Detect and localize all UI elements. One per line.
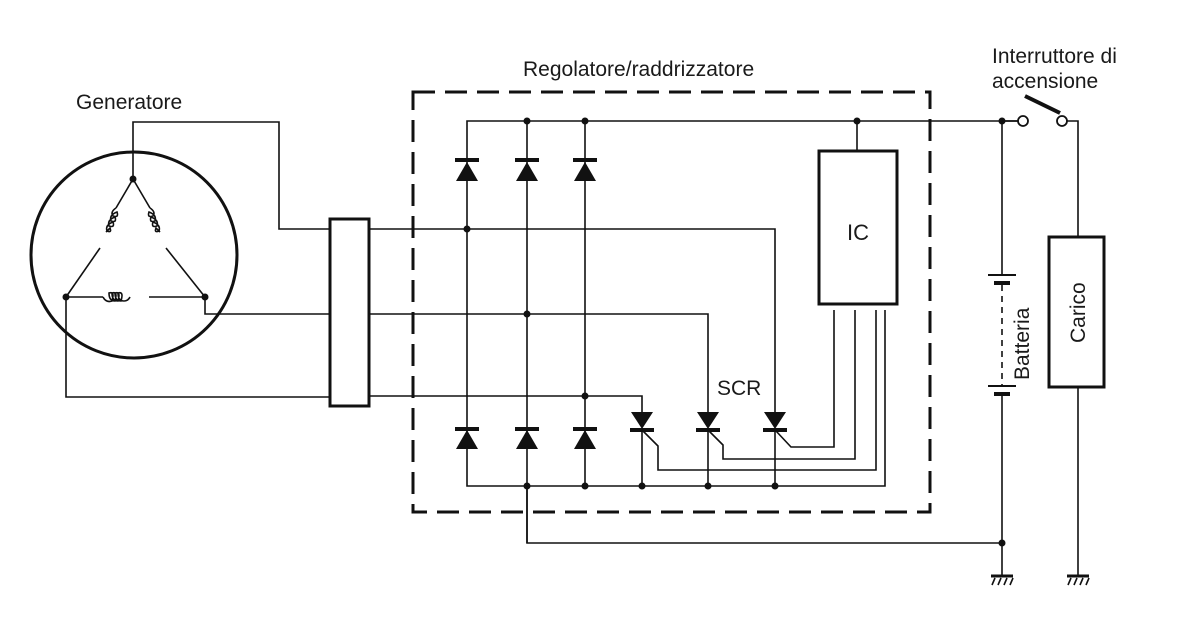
delta-winding xyxy=(62,175,209,303)
generator-label: Generatore xyxy=(76,91,182,114)
battery-label: Batteria xyxy=(1011,307,1034,380)
diode-icon xyxy=(455,158,479,181)
positive-bus xyxy=(466,120,1018,160)
coil-bottom-icon xyxy=(102,291,131,303)
diode-icon xyxy=(573,427,597,449)
ignition-switch-label-1: Interruttore di xyxy=(992,45,1117,68)
diode-icon xyxy=(515,158,539,181)
battery-icon xyxy=(988,121,1016,575)
generator-housing xyxy=(29,150,239,360)
phase-line-1 xyxy=(369,228,776,412)
diode-icon xyxy=(455,427,479,449)
ground-return xyxy=(526,486,1002,544)
generator: Generatore xyxy=(29,91,330,398)
load-box xyxy=(1047,235,1106,575)
diode-icon xyxy=(573,158,597,181)
connector-block xyxy=(328,217,371,408)
ignition-switch-label-2: accensione xyxy=(992,70,1098,93)
coil-left-icon xyxy=(105,207,119,233)
phase-line-3 xyxy=(369,395,643,412)
scr-icon xyxy=(696,310,856,490)
scr-label: SCR xyxy=(717,377,761,400)
regulator-label: Regolatore/raddrizzatore xyxy=(523,58,754,81)
rectifier-diodes xyxy=(455,117,597,543)
ic-label: IC xyxy=(847,220,869,245)
ground-icon xyxy=(1067,574,1090,586)
ground-bus xyxy=(466,310,886,487)
ground-icon xyxy=(991,574,1014,586)
load-label: Carico xyxy=(1067,282,1090,343)
scr-thyristors xyxy=(630,310,877,490)
diode-icon xyxy=(515,427,539,449)
coil-right-icon xyxy=(147,207,161,233)
phase-line-2 xyxy=(369,313,709,412)
ic-chip: IC xyxy=(817,117,899,306)
scr-icon xyxy=(630,310,877,490)
ignition-switch-icon xyxy=(998,94,1079,237)
scr-icon xyxy=(763,310,835,490)
regulator-enclosure xyxy=(411,90,932,514)
